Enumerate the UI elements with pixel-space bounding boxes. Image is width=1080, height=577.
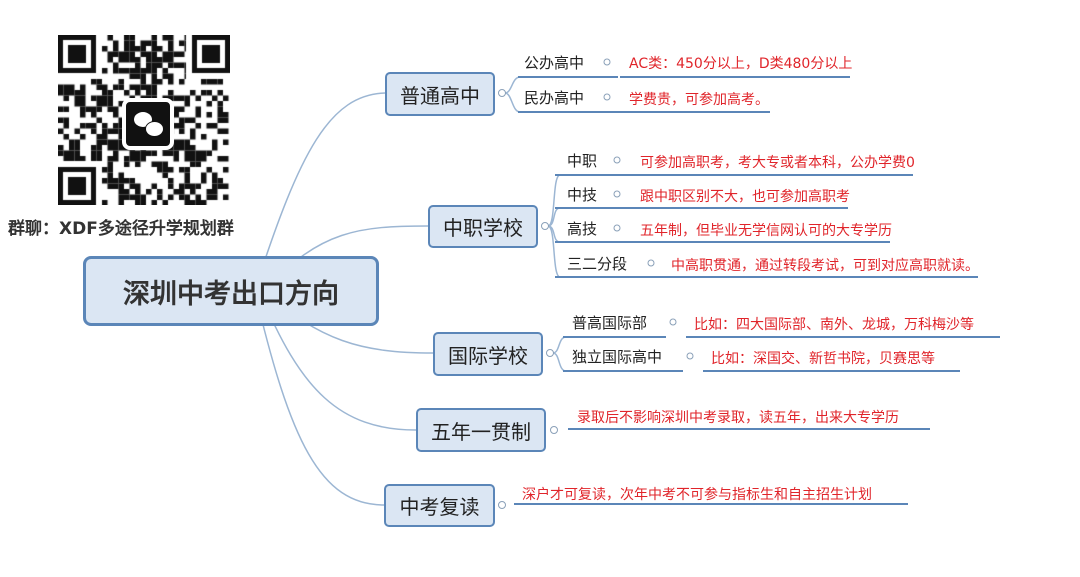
underline	[555, 207, 623, 209]
underline	[518, 111, 618, 113]
subnode-zhongji[interactable]: 中技	[567, 186, 598, 204]
underline	[686, 336, 1000, 338]
subnode-independent-intl[interactable]: 独立国际高中	[572, 348, 663, 366]
branch-vocational-school[interactable]: 中职学校	[428, 205, 538, 248]
underline	[555, 174, 623, 176]
underline	[623, 207, 848, 209]
branch-repeat-exam[interactable]: 中考复读	[384, 484, 495, 527]
detail-gaoji[interactable]: 五年制，但毕业无学信网认可的大专学历	[640, 223, 892, 239]
subnode-zhongzhi[interactable]: 中职	[567, 152, 598, 170]
underline	[555, 276, 652, 278]
branch-international-school[interactable]: 国际学校	[433, 332, 543, 376]
branch-regular-high-school[interactable]: 普通高中	[385, 72, 495, 116]
wechat-icon	[122, 98, 174, 150]
underline	[518, 76, 618, 78]
root-node[interactable]: 深圳中考出口方向	[83, 256, 379, 326]
underline	[568, 428, 930, 430]
detail-zhongji[interactable]: 跟中职区别不大，也可参加高职考	[640, 189, 850, 205]
subnode-public-intl-dept[interactable]: 普高国际部	[572, 314, 648, 332]
detail-five-year[interactable]: 录取后不影响深圳中考录取，读五年，出来大专学历	[577, 410, 899, 426]
detail-private-high[interactable]: 学费贵，可参加高考。	[629, 92, 769, 108]
branch-five-year-program[interactable]: 五年一贯制	[416, 408, 546, 452]
subnode-private-high[interactable]: 民办高中	[524, 89, 585, 107]
underline	[563, 336, 666, 338]
underline	[514, 503, 908, 505]
subnode-sanerfenduan[interactable]: 三二分段	[567, 255, 628, 273]
underline	[703, 370, 960, 372]
underline	[652, 276, 978, 278]
underline	[623, 174, 913, 176]
subnode-gaoji[interactable]: 高技	[567, 220, 598, 238]
detail-zhongzhi[interactable]: 可参加高职考，考大专或者本科，公办学费0	[640, 155, 915, 171]
detail-sanerfenduan[interactable]: 中高职贯通，通过转段考试，可到对应高职就读。	[671, 258, 979, 274]
underline	[623, 241, 890, 243]
qr-code	[58, 35, 230, 205]
subnode-public-high[interactable]: 公办高中	[524, 54, 585, 72]
detail-public-high[interactable]: AC类：450分以上，D类480分以上	[629, 56, 853, 72]
underline	[563, 370, 683, 372]
underline	[555, 241, 623, 243]
underline	[620, 76, 850, 78]
detail-repeat-exam[interactable]: 深户才可复读，次年中考不可参与指标生和自主招生计划	[522, 487, 872, 503]
detail-public-intl-dept[interactable]: 比如：四大国际部、南外、龙城，万科梅沙等	[694, 317, 974, 333]
qr-caption: 群聊：XDF多途径升学规划群	[8, 219, 234, 239]
underline	[612, 111, 770, 113]
detail-independent-intl[interactable]: 比如：深国交、新哲书院，贝赛思等	[711, 351, 935, 367]
